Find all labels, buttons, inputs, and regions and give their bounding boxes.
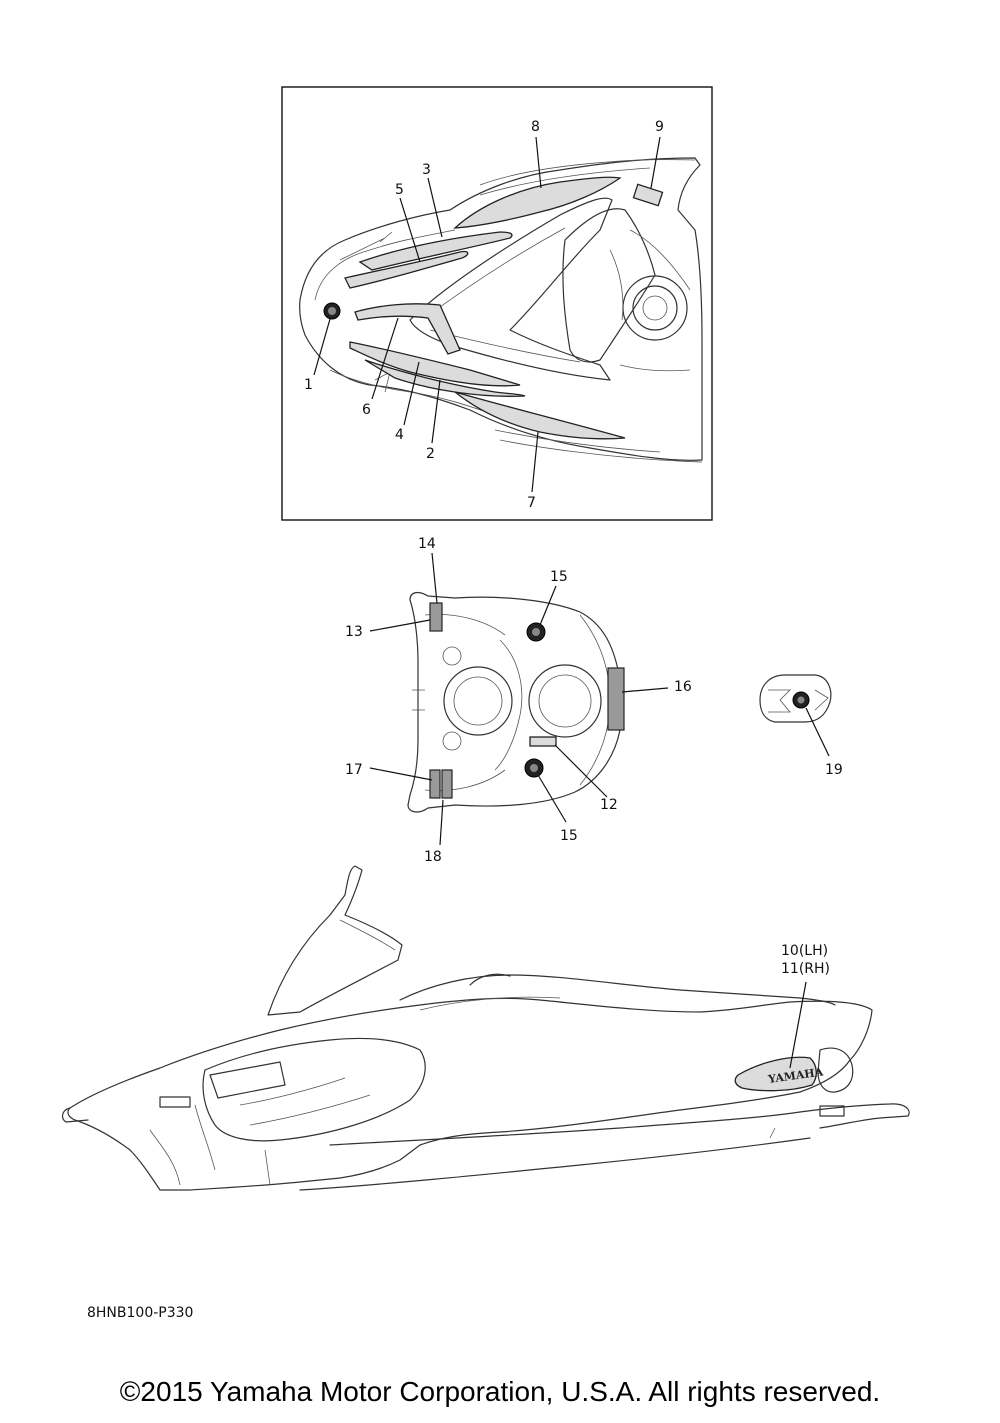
callout-9: 9 [655, 119, 664, 135]
callout-6: 6 [362, 402, 371, 418]
copyright-notice: ©2015 Yamaha Motor Corporation, U.S.A. A… [119, 1376, 881, 1407]
callout-13: 13 [345, 624, 363, 640]
emblem-15-top [526, 622, 546, 642]
callout-14: 14 [418, 536, 436, 552]
emblem-15-bottom [524, 758, 544, 778]
decal-6 [354, 303, 461, 355]
decal-7 [454, 391, 626, 440]
decal-2 [364, 359, 526, 397]
decal-4 [349, 341, 521, 387]
decal-10-11: YAMAHA [734, 1056, 824, 1092]
callout-18: 18 [424, 849, 442, 865]
decal-8 [453, 176, 622, 229]
leaders-top [313, 136, 661, 493]
emblem-19 [792, 691, 810, 709]
decal-16 [607, 667, 625, 731]
emblem-1 [323, 302, 341, 320]
callout-5: 5 [395, 182, 404, 198]
callout-1: 1 [304, 377, 313, 393]
top-view-frame [281, 86, 713, 521]
callout-16: 16 [674, 679, 692, 695]
callout-7: 7 [527, 495, 536, 511]
decal-12 [529, 736, 557, 747]
callout-15-top: 15 [550, 569, 568, 585]
side-view-snowmobile [61, 865, 910, 1191]
tail-piece [759, 674, 832, 723]
decal-9 [632, 183, 664, 207]
top-view-hood [299, 157, 703, 463]
callout-12: 12 [600, 797, 618, 813]
decal-5 [344, 250, 469, 289]
decal-17 [429, 769, 441, 799]
leaders-bottom [789, 981, 807, 1069]
callout-4: 4 [395, 427, 404, 443]
callout-11: 11(RH) [781, 961, 830, 977]
callout-8: 8 [531, 119, 540, 135]
decal-14 [429, 602, 443, 632]
callout-3: 3 [422, 162, 431, 178]
decal-3 [358, 231, 513, 271]
callout-2: 2 [426, 446, 435, 462]
diagram-code: 8HNB100-P330 [87, 1305, 193, 1321]
callout-19: 19 [825, 762, 843, 778]
callout-15-bottom: 15 [560, 828, 578, 844]
callout-17: 17 [345, 762, 363, 778]
decal-18 [441, 769, 453, 799]
leaders-middle [369, 552, 830, 846]
callout-10: 10(LH) [781, 943, 828, 959]
